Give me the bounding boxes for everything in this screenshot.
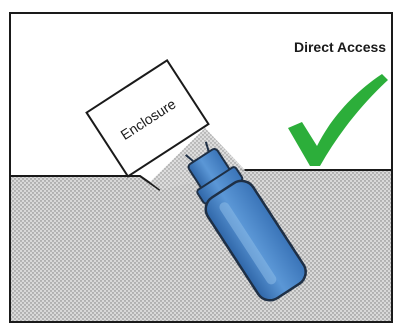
check-icon <box>288 74 388 166</box>
diagram-title: Direct Access <box>294 39 386 55</box>
diagram-frame <box>9 12 393 323</box>
enclosure-box: Enclosure <box>85 58 210 178</box>
buried-pipe <box>185 141 307 302</box>
ground-surface-line <box>10 169 392 191</box>
